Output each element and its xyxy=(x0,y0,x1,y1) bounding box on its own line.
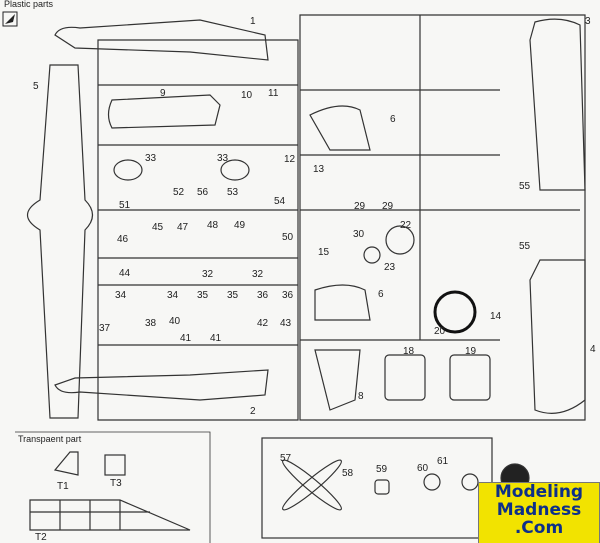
part-6b xyxy=(314,284,371,321)
part-33a xyxy=(113,159,143,181)
plastic-parts-header: Plastic parts xyxy=(4,0,54,9)
part-number-label: 48 xyxy=(207,220,219,231)
part-number-label: 55 xyxy=(519,181,531,192)
part-number-label: 35 xyxy=(197,290,209,301)
part-number-label: 12 xyxy=(284,154,296,165)
part-number-label: 37 xyxy=(99,323,111,334)
part-number-label: 29 xyxy=(382,201,394,212)
part-22 xyxy=(385,225,415,255)
knife-icon xyxy=(5,14,15,24)
part-number-label: 46 xyxy=(117,234,129,245)
transparent-part-label: T3 xyxy=(110,478,122,489)
part-8 xyxy=(314,349,361,411)
propeller-part-57 xyxy=(282,459,342,511)
fuselage-part-2 xyxy=(54,369,269,401)
part-number-label: 3 xyxy=(585,16,591,27)
part-9 xyxy=(107,94,221,129)
part-number-label: 8 xyxy=(358,391,364,402)
part-18 xyxy=(384,354,426,401)
part-number-label: 33 xyxy=(217,153,229,164)
part-number-label: 15 xyxy=(318,247,330,258)
part-number-label: 60 xyxy=(417,463,429,474)
part-number-label: 55 xyxy=(519,241,531,252)
part-number-label: 5 xyxy=(33,81,39,92)
part-number-label: 52 xyxy=(173,187,185,198)
part-number-label: 6 xyxy=(390,114,396,125)
part-number-label: 42 xyxy=(257,318,269,329)
wing-part-4 xyxy=(529,259,586,414)
transparent-parts-header: Transpaent part xyxy=(18,434,82,444)
fuselage-part-1 xyxy=(54,19,269,61)
transparent-part-label: T2 xyxy=(35,532,47,543)
wing-part-3 xyxy=(529,18,586,191)
part-number-label: 40 xyxy=(169,316,181,327)
part-number-label: 19 xyxy=(465,346,477,357)
part-19 xyxy=(449,354,491,401)
wing-part-5 xyxy=(26,64,94,419)
part-number-label: 53 xyxy=(227,187,239,198)
part-number-label: 58 xyxy=(342,468,354,479)
part-number-label: 11 xyxy=(268,88,279,99)
part-number-label: 20 xyxy=(434,326,446,337)
plastic-icon xyxy=(2,11,18,27)
part-33b xyxy=(220,159,250,181)
part-number-label: 6 xyxy=(378,289,384,300)
part-number-label: 32 xyxy=(202,269,214,280)
part-number-label: 32 xyxy=(252,269,264,280)
part-number-label: 56 xyxy=(197,187,209,198)
transparent-part-label: T1 xyxy=(57,481,69,492)
part-number-label: 13 xyxy=(313,164,325,175)
part-number-label: 54 xyxy=(274,196,286,207)
part-number-label: 41 xyxy=(180,333,192,344)
part-number-label: 10 xyxy=(241,90,253,101)
part-number-label: 43 xyxy=(280,318,292,329)
part-number-label: 35 xyxy=(227,290,239,301)
part-number-label: 36 xyxy=(282,290,294,301)
part-number-label: 51 xyxy=(119,200,131,211)
part-number-label: 36 xyxy=(257,290,269,301)
engine-part-20 xyxy=(433,290,477,334)
part-23 xyxy=(363,246,381,264)
part-number-label: 30 xyxy=(353,229,365,240)
part-number-label: 2 xyxy=(250,406,256,417)
part-number-label: 61 xyxy=(437,456,449,467)
part-number-label: 45 xyxy=(152,222,164,233)
part-number-label: 44 xyxy=(119,268,131,279)
part-number-label: 33 xyxy=(145,153,157,164)
sprue-frame-left xyxy=(97,39,299,421)
part-number-label: 4 xyxy=(590,344,596,355)
canopy-T3 xyxy=(104,454,126,476)
sprue-frame-right xyxy=(299,14,586,421)
part-60 xyxy=(461,473,479,491)
part-number-label: 23 xyxy=(384,262,396,273)
part-58 xyxy=(374,479,390,495)
part-6a xyxy=(309,105,371,151)
part-number-label: 47 xyxy=(177,222,189,233)
part-number-label: 38 xyxy=(145,318,157,329)
transparent-frame xyxy=(15,431,211,543)
part-number-label: 34 xyxy=(167,290,179,301)
part-number-label: 29 xyxy=(354,201,366,212)
canopy-T1 xyxy=(53,451,79,476)
part-number-label: 49 xyxy=(234,220,246,231)
part-number-label: 50 xyxy=(282,232,294,243)
part-number-label: 57 xyxy=(280,453,292,464)
part-number-label: 34 xyxy=(115,290,127,301)
part-number-label: 14 xyxy=(490,311,502,322)
part-number-label: 1 xyxy=(250,16,256,27)
part-59-disc xyxy=(423,473,441,491)
part-number-label: 9 xyxy=(160,88,166,99)
part-number-label: 18 xyxy=(403,346,415,357)
part-number-label: 22 xyxy=(400,220,412,231)
part-number-label: 59 xyxy=(376,464,388,475)
canopy-T2 xyxy=(29,499,191,531)
part-number-label: 41 xyxy=(210,333,222,344)
sprue-frame-bottom xyxy=(261,437,493,539)
